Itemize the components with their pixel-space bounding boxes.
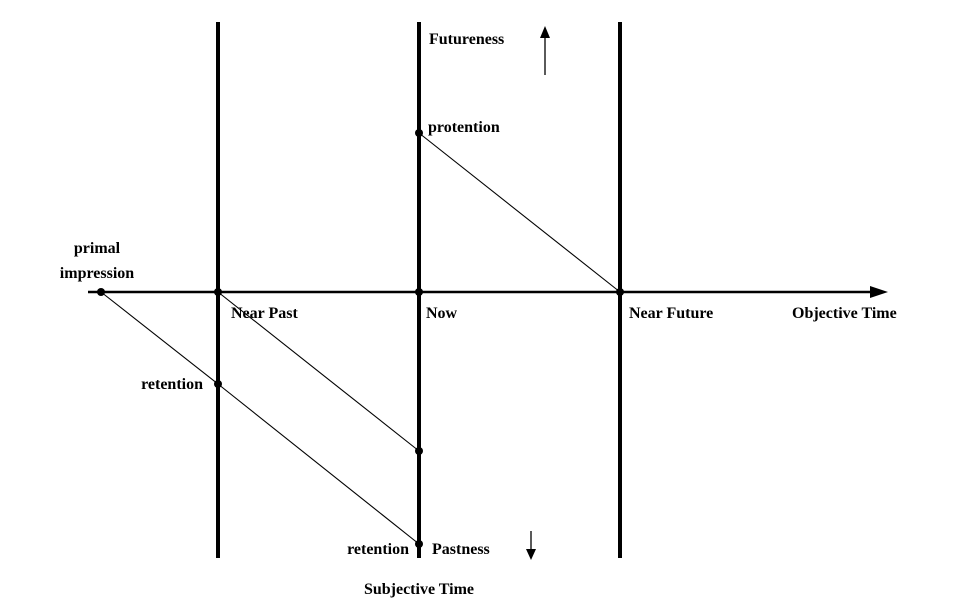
objective-time-label: Objective Time xyxy=(792,305,897,322)
retention-lower-label: retention xyxy=(347,541,409,558)
objective-time-arrowhead xyxy=(870,286,888,298)
protention-diagonal xyxy=(418,132,621,293)
now-label: Now xyxy=(426,305,458,322)
near-past-dot xyxy=(214,288,222,296)
futureness-arrowhead xyxy=(540,26,550,38)
subjective-time-label: Subjective Time xyxy=(364,581,474,598)
protention-dot xyxy=(415,129,423,137)
near-past-to-now-diagonal xyxy=(217,291,420,452)
retention-upper-label: retention xyxy=(141,376,203,393)
futureness-label: Futureness xyxy=(429,31,504,48)
primal-impression-label-line2: impression xyxy=(60,265,134,282)
primal-impression-dot xyxy=(97,288,105,296)
retention-lower-dot xyxy=(415,540,423,548)
near-future-label: Near Future xyxy=(629,305,713,322)
retention-upper-dot xyxy=(214,380,222,388)
primal-to-retention-diagonal xyxy=(100,291,219,385)
near-past-label: Near Past xyxy=(231,305,298,322)
pastness-label: Pastness xyxy=(432,541,490,558)
near-future-dot xyxy=(616,288,624,296)
now-dot xyxy=(415,288,423,296)
pastness-arrowhead xyxy=(526,549,536,560)
protention-label: protention xyxy=(428,119,500,136)
now-lower-dot xyxy=(415,447,423,455)
primal-impression-label-line1: primal xyxy=(74,240,121,257)
retention-to-pastness-diagonal xyxy=(217,383,420,545)
